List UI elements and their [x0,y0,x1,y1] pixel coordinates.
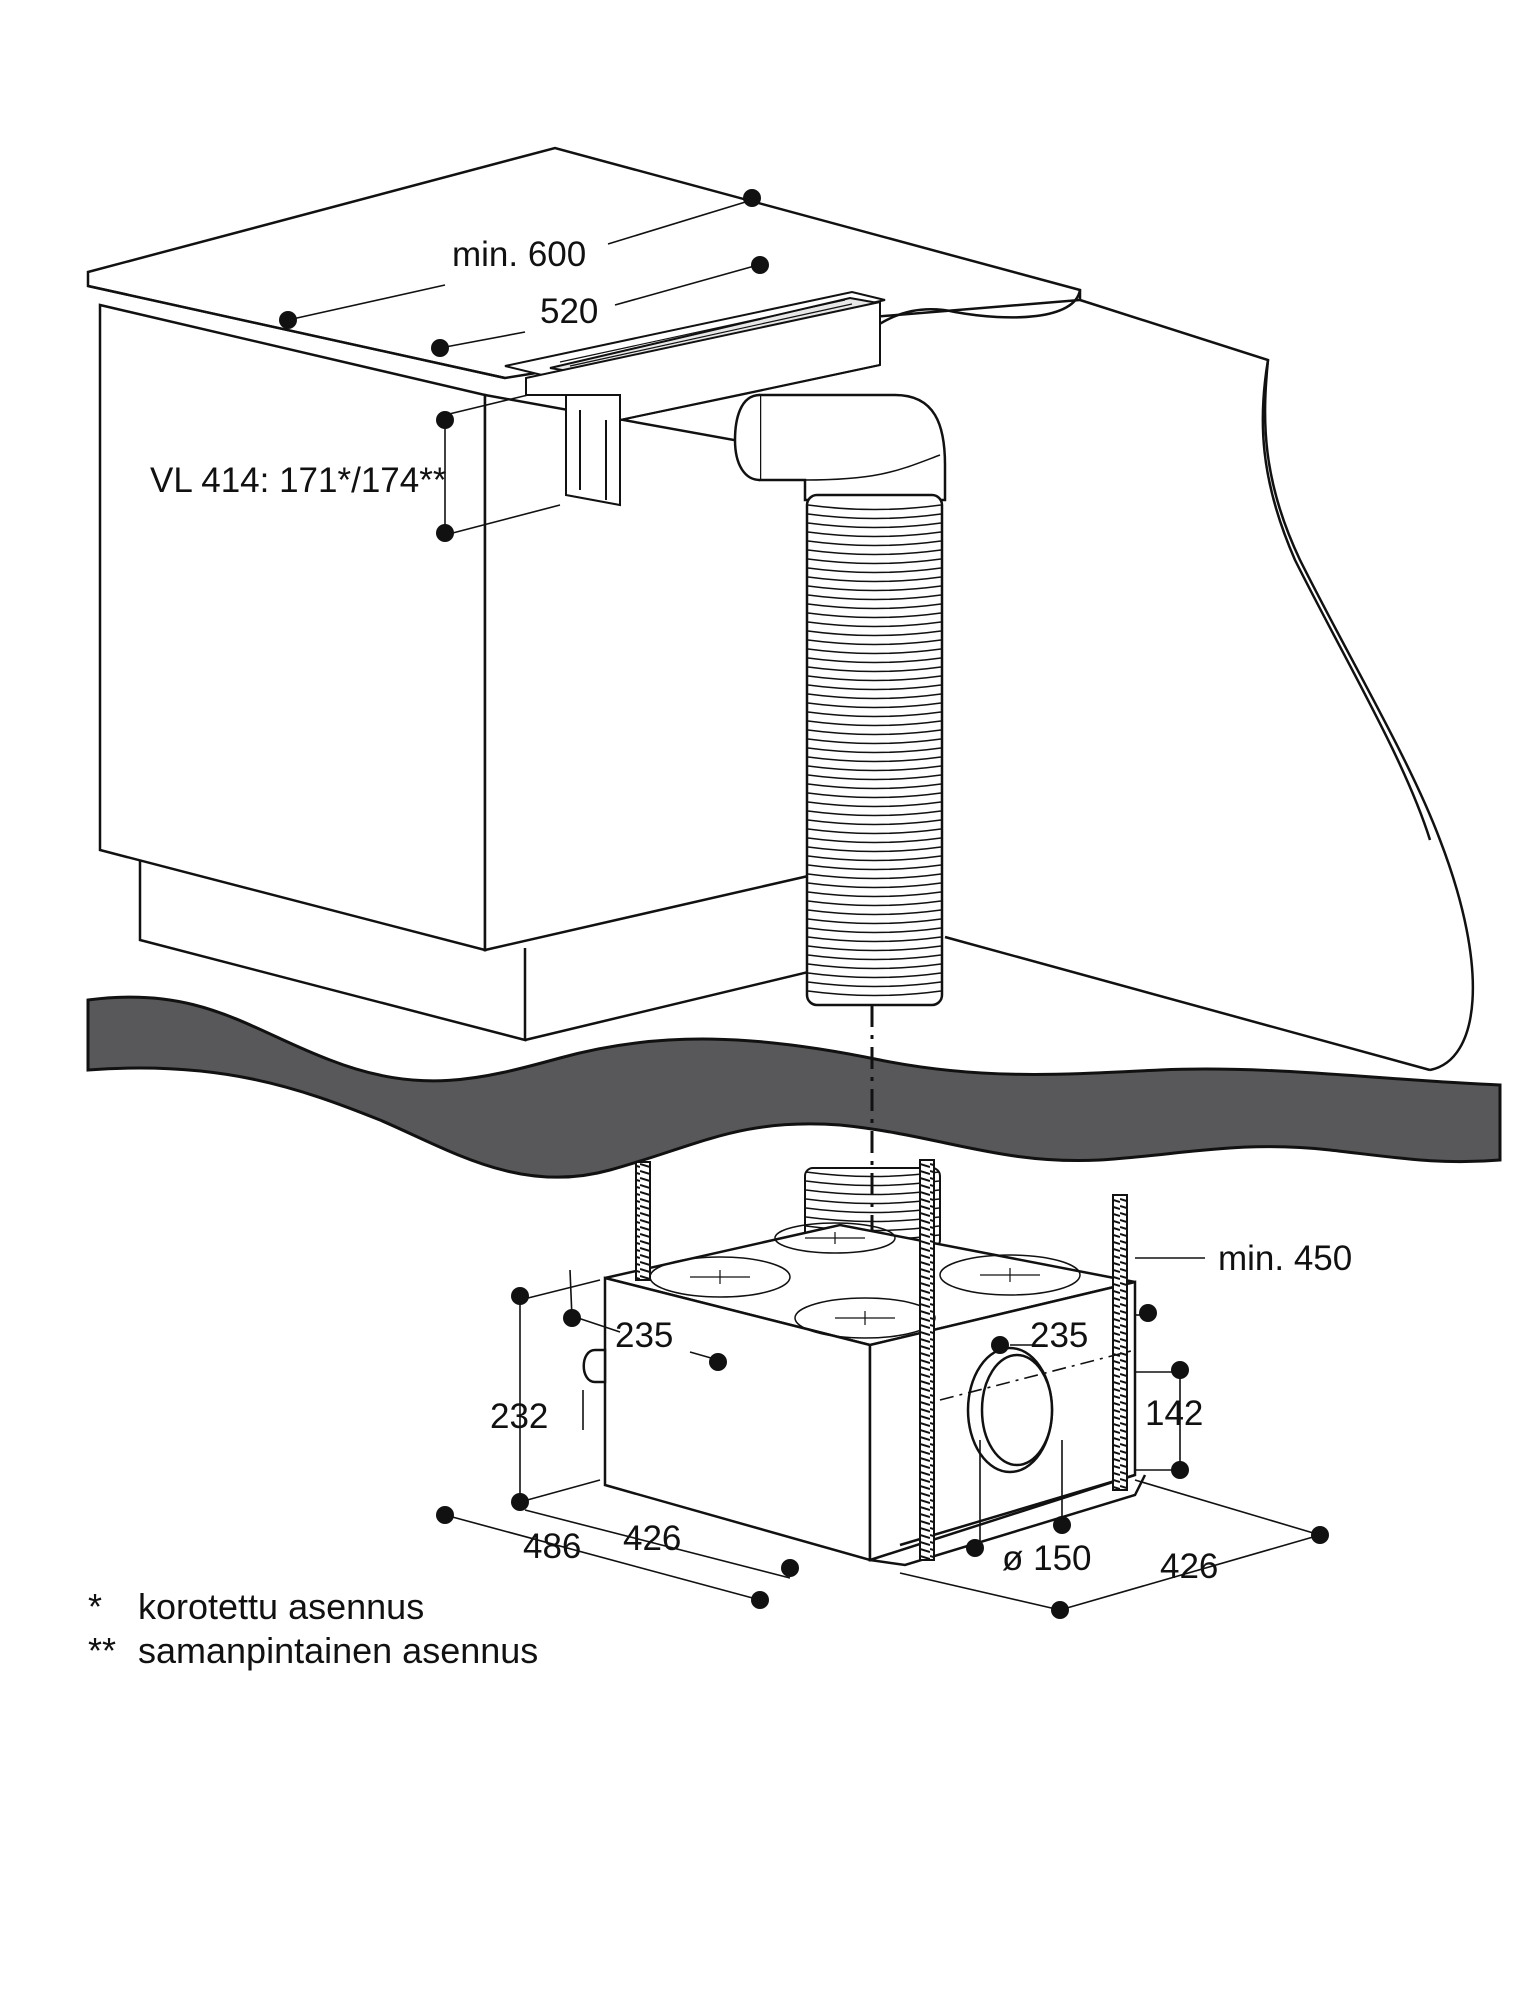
hose-ring [807,954,942,961]
hose-ring [807,711,942,718]
hose-ring [807,801,942,808]
hose-ring [807,531,942,538]
hose-ring [807,945,942,952]
hose-ring [807,963,942,970]
legend-text-flush: samanpintainen asennus [138,1630,539,1671]
hose-ring [807,693,942,700]
outlet-spigot [966,1346,1054,1474]
hose-ring [807,765,942,772]
hose-ring [807,666,942,673]
legend-item-flush: ** samanpintainen asennus [88,1629,538,1673]
dim-426-left: 426 [623,1519,681,1558]
dim-vl414: VL 414: 171*/174** [150,461,447,500]
hose-ring [807,576,942,583]
dim-235-right: 235 [1030,1316,1088,1355]
hose-ring [807,630,942,637]
threaded-rods [635,1159,1128,1561]
floor-section [86,995,1502,1179]
hose-ring [807,783,942,790]
hose-ring [807,738,942,745]
hose-ring [807,981,942,988]
hose-ring [807,702,942,709]
legend-mark-double: ** [88,1630,117,1671]
hose-ring [807,873,942,880]
dim-diameter-150: ø 150 [1002,1539,1092,1578]
kitchen-cabinet [98,303,902,1042]
hose-ring [807,972,942,979]
legend-mark-single: * [88,1586,103,1627]
hose-ring [807,882,942,889]
hose-ring [807,612,942,619]
hose-ring [807,603,942,610]
dim-486: 486 [523,1527,581,1566]
hose-ring [807,621,942,628]
flexible-hose-upper [805,493,944,1007]
dim-min-600: min. 600 [452,235,586,274]
hose-ring [807,864,942,871]
legend-text-raised: korotettu asennus [138,1586,425,1627]
hose-ring [807,837,942,844]
hose-ring [807,684,942,691]
hose-ring [807,846,942,853]
hose-ring [807,567,942,574]
dim-142: 142 [1145,1394,1203,1433]
hose-ring [807,747,942,754]
hose-ring [807,900,942,907]
hose-ring [807,729,942,736]
hose-ring [807,918,942,925]
hose-ring [807,549,942,556]
dim-232: 232 [490,1397,548,1436]
hose-ring [807,639,942,646]
hose-ring [807,756,942,763]
hose-ring [807,675,942,682]
downdraft-unit [504,290,886,507]
legend-item-raised: * korotettu asennus [88,1585,538,1629]
hose-ring [807,648,942,655]
hose-ring [807,540,942,547]
dim-520: 520 [540,292,598,331]
hose-ring [807,720,942,727]
hose-ring [807,927,942,934]
legend: * korotettu asennus ** samanpintainen asen… [88,1585,538,1673]
hose-ring [807,792,942,799]
hose-ring [807,594,942,601]
hose-ring [807,828,942,835]
hose-ring [807,558,942,565]
hose-ring [807,657,942,664]
dim-min-450: min. 450 [1218,1239,1352,1278]
hose-ring [807,855,942,862]
dimension-lines [287,199,1321,1611]
wall-outline [944,298,1475,1072]
filter-box [582,1223,1147,1567]
duct-elbow [733,393,947,502]
hose-ring [807,513,942,520]
hose-ring [807,990,942,997]
hose-ring [807,585,942,592]
dim-235-left: 235 [615,1316,673,1355]
hose-ring [807,936,942,943]
hose-ring [807,774,942,781]
dim-426-right: 426 [1160,1547,1218,1586]
dimension-dots [279,189,1329,1619]
hose-ring [807,891,942,898]
hose-ring [807,810,942,817]
hose-ring [807,504,942,511]
hose-ring [807,819,942,826]
hose-ring [807,522,942,529]
hose-ring [807,909,942,916]
